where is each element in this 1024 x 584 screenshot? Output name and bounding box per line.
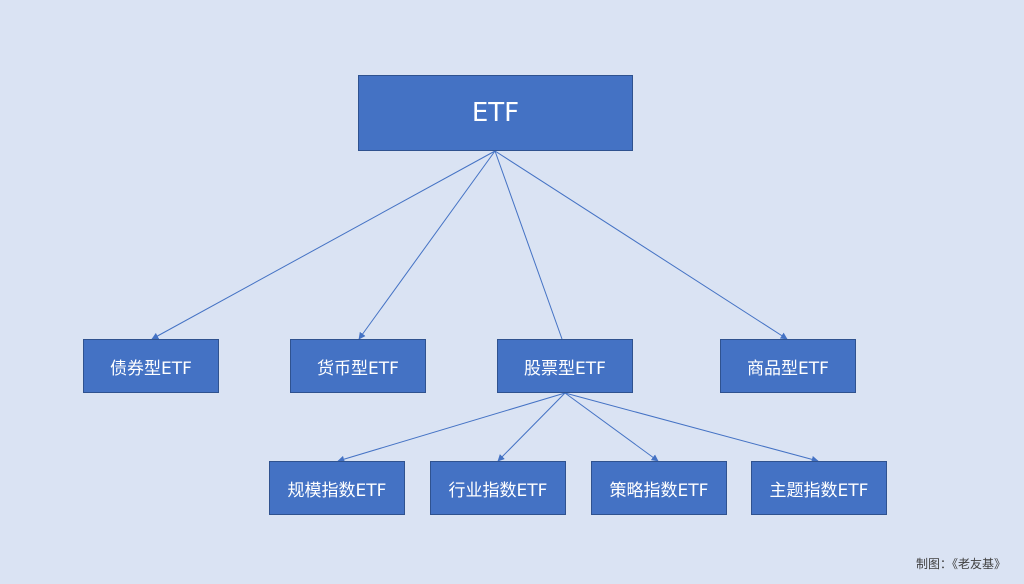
- connector-root-to-commodity: [494, 150, 788, 340]
- connector-stock-to-theme: [564, 392, 819, 463]
- connector-root-to-stock: [494, 150, 563, 340]
- theme-index-etf-node: 主题指数ETF: [751, 461, 887, 515]
- bond-etf-node: 债券型ETF: [83, 339, 219, 393]
- etf-root-node: ETF: [358, 75, 633, 151]
- connector-root-to-money: [358, 150, 496, 340]
- connector-root-to-bond: [151, 150, 496, 340]
- commodity-etf-node: 商品型ETF: [720, 339, 856, 393]
- credit-caption: 制图：《老友基》: [916, 557, 1007, 571]
- industry-index-etf-node: 行业指数ETF: [430, 461, 566, 515]
- money-market-etf-node: 货币型ETF: [290, 339, 426, 393]
- strategy-index-etf-node: 策略指数ETF: [591, 461, 727, 515]
- connector-stock-to-industry: [497, 392, 566, 462]
- connector-stock-to-scale: [337, 392, 566, 463]
- connector-stock-to-strategy: [564, 392, 659, 462]
- scale-index-etf-node: 规模指数ETF: [269, 461, 405, 515]
- stock-etf-node: 股票型ETF: [497, 339, 633, 393]
